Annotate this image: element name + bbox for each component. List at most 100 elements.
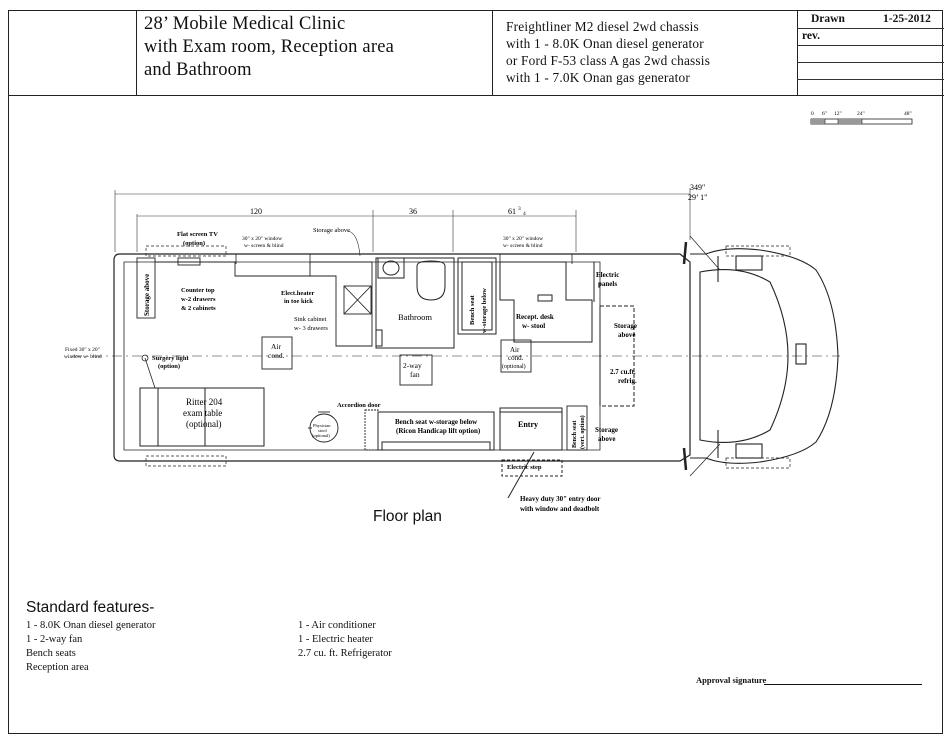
- title-line-3: and Bathroom: [144, 60, 252, 80]
- electric-panels-label: Electric: [596, 271, 619, 279]
- rear-storage: [136, 257, 156, 319]
- flat-tv-option: (option): [183, 240, 205, 247]
- sink-cabinet-label: Sink cabinet: [294, 316, 327, 323]
- counter-top-label-2: w-2 drawers: [181, 296, 216, 303]
- bench-seat-vert: [566, 405, 588, 451]
- features-heading: Standard features-: [26, 599, 155, 616]
- refrig-sub: refrig.: [618, 377, 637, 385]
- dimension-61: 61: [508, 207, 516, 216]
- window-front-sub: w- screen & blind: [503, 243, 543, 249]
- scale-label-48: 48": [904, 111, 912, 117]
- bench-seat-upper-label-1: Bench seat: [469, 294, 476, 325]
- window-rear-label: 30" x 20" window: [242, 236, 282, 242]
- electric-step-label: Electric step: [507, 464, 542, 471]
- scale-label-0: 0: [811, 111, 814, 117]
- physician-stool: [308, 411, 339, 443]
- bench-seat-lift-label: Bench seat w-storage below: [395, 418, 478, 426]
- chassis-line-4: with 1 - 7.0K Onan gas generator: [506, 70, 691, 85]
- rev-row-3: [797, 62, 944, 80]
- surgery-light-sub: (option): [158, 363, 180, 370]
- rev-row-2: [797, 45, 944, 63]
- counter-top-label-1: Counter top: [181, 287, 215, 294]
- entry: [499, 407, 563, 499]
- storage-above-mid-label: Storage: [614, 322, 637, 330]
- elect-heater-sub: in toe kick: [284, 298, 313, 305]
- two-way-fan-label: 2-way: [403, 361, 422, 370]
- chassis-line-2: with 1 - 8.0K Onan diesel generator: [506, 36, 704, 51]
- dimension-36: 36: [409, 207, 417, 216]
- bench-seat-lift: [377, 411, 495, 451]
- air-cond-front-label: Air: [510, 346, 520, 354]
- title-line-1: 28’ Mobile Medical Clinic: [144, 14, 346, 34]
- bathroom: [375, 257, 455, 349]
- front-partition: [593, 262, 635, 407]
- reception-desk: [499, 261, 593, 343]
- fixed-window-sub: window w- blind: [64, 354, 102, 360]
- feature-left-2: 1 - 2-way fan: [26, 634, 83, 645]
- feature-right-1: 1 - Air conditioner: [298, 620, 376, 631]
- approval-signature-line[interactable]: [764, 684, 922, 685]
- dimension-120: 120: [250, 207, 262, 216]
- drawn-label: Drawn: [811, 13, 845, 25]
- title-line-2: with Exam room, Reception area: [144, 37, 395, 57]
- accordion-door-label: Accordion door: [337, 402, 381, 409]
- flat-tv-label: Flat screen TV: [177, 231, 218, 238]
- bench-seat-vert-sub: (vert. option): [579, 415, 586, 449]
- air-cond-front-sub: cond.: [508, 354, 524, 362]
- counter-top: [155, 257, 311, 277]
- title-block-logo-cell: [9, 11, 137, 96]
- approval-signature-label: Approval signature: [696, 675, 767, 685]
- storage-above-bottom-label: Storage: [595, 426, 618, 434]
- fixed-window-label: Fixed 30" x 20": [65, 347, 100, 353]
- entry-door-sub: with window and deadbolt: [520, 505, 600, 513]
- electric-panels-sub: panels: [598, 280, 617, 288]
- air-cond-front-option: (optional): [502, 363, 526, 370]
- counter-top-label-3: & 2 cabinets: [181, 305, 216, 312]
- exam-table: [139, 387, 265, 447]
- scale-label-12: 12": [834, 111, 842, 117]
- title-block-chassis: Freightliner M2 diesel 2wd chassis with …: [492, 11, 798, 96]
- sink-cabinet-sub: w- 3 drawers: [294, 325, 328, 332]
- air-cond-rear-label: Air: [271, 342, 282, 351]
- scale-label-6: 6": [822, 111, 827, 117]
- scale-bar: 0 6" 12" 24" 48": [810, 111, 913, 125]
- bathroom-label: Bathroom: [398, 312, 432, 322]
- dimension-overall-ft: 29’ 1": [688, 193, 707, 202]
- rev-row-1: [797, 28, 944, 46]
- chassis-line-1: Freightliner M2 diesel 2wd chassis: [506, 19, 699, 34]
- feature-left-4: Reception area: [26, 662, 89, 673]
- dimension-61-frac-den: 4: [523, 211, 526, 217]
- physician-stool-sub: stool: [318, 428, 328, 433]
- storage-above-bottom-sub: above: [598, 435, 616, 443]
- storage-above-mid-sub: above: [618, 331, 636, 339]
- dimension-61-frac-num: 3: [518, 206, 521, 212]
- scale-label-24: 24": [857, 111, 865, 117]
- sink-cabinet: [310, 261, 373, 347]
- two-way-fan-sub: fan: [410, 370, 420, 379]
- rev-row-drawn: [797, 11, 944, 29]
- storage-above-top-label: Storage above: [313, 227, 350, 234]
- hvac-units: [261, 336, 532, 386]
- feature-left-1: 1 - 8.0K Onan diesel generator: [26, 620, 156, 631]
- entry-label: Entry: [518, 420, 538, 429]
- entry-door-label: Heavy duty 30" entry door: [520, 495, 601, 503]
- accordion-door: [364, 409, 379, 451]
- floor-plan-caption: Floor plan: [373, 508, 442, 525]
- dimension-lines: [114, 188, 691, 252]
- feature-right-3: 2.7 cu. ft. Refrigerator: [298, 648, 392, 659]
- physician-stool-label: Physician: [313, 423, 331, 428]
- title-block-title: 28’ Mobile Medical Clinic with Exam room…: [136, 11, 493, 96]
- feature-left-3: Bench seats: [26, 648, 76, 659]
- elect-heater-label: Elect.heater: [281, 290, 315, 297]
- rear-storage-label: Storage above: [143, 274, 151, 316]
- bench-seat-lift-sub: (Ricon Handicap lift option): [396, 427, 481, 435]
- drawing-sheet: 28’ Mobile Medical Clinic with Exam room…: [8, 10, 944, 734]
- air-cond-rear-sub: cond.: [268, 351, 285, 360]
- bench-seat-upper: [457, 257, 497, 335]
- physician-stool-option: (optional): [312, 433, 330, 438]
- chassis-line-3: or Ford F-53 class A gas 2wd chassis: [506, 53, 711, 68]
- surgery-light-label: Surgery light: [152, 355, 189, 362]
- surgery-light: [141, 354, 156, 389]
- recept-desk-sub: w- stool: [522, 322, 545, 330]
